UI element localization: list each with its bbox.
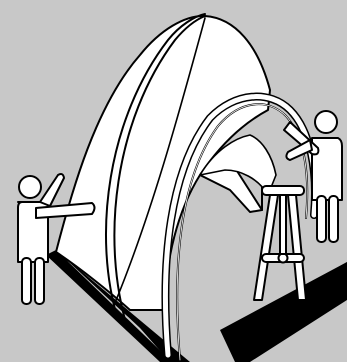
ladder-top: [262, 186, 304, 195]
left-person-leg-left: [22, 258, 31, 304]
right-person-leg-right: [329, 196, 338, 242]
left-person-head: [19, 176, 41, 198]
left-person-leg-right: [35, 258, 44, 304]
right-person-head: [315, 111, 337, 133]
right-person-leg-left: [317, 196, 326, 242]
ladder-brace: [280, 195, 286, 254]
